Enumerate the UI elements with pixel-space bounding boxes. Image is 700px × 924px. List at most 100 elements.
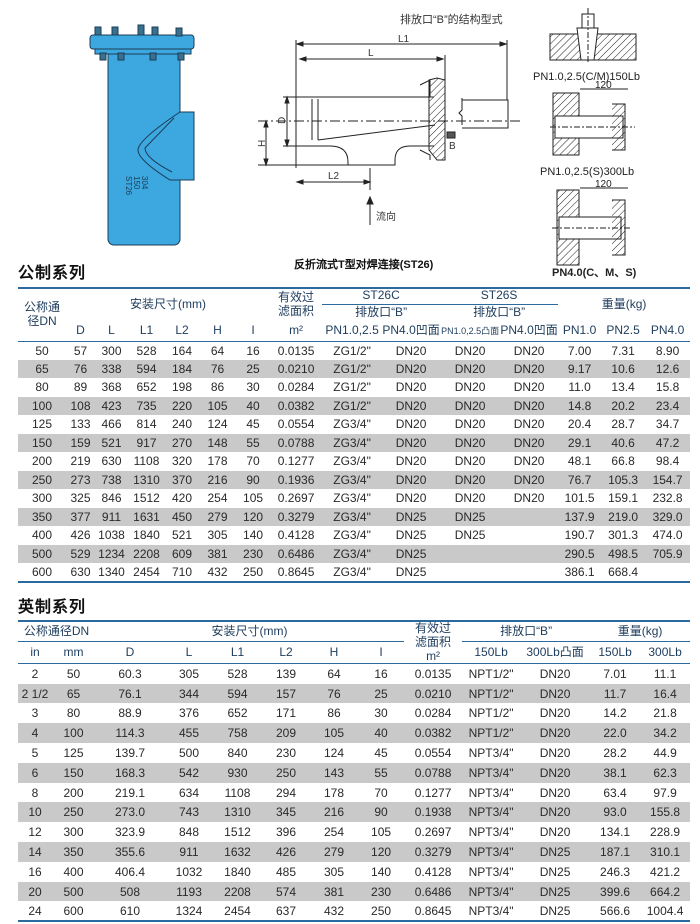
table-cell: 574 <box>262 881 310 902</box>
table-cell: 377 <box>66 507 95 526</box>
table-cell: 279 <box>310 842 358 862</box>
table-cell: 1840 <box>133 528 160 543</box>
table-cell: 120 <box>236 507 271 526</box>
table-cell: DN20 <box>513 380 545 395</box>
table-cell: DN20 <box>500 433 559 452</box>
header-dn: 公称通径DN <box>18 621 95 643</box>
table-cell: 40 <box>236 396 271 415</box>
table-cell: 29.1 <box>558 433 602 452</box>
table-cell: 171 <box>275 706 297 721</box>
header-install-dims: 安装尺寸(mm) <box>95 621 405 643</box>
table-cell: 125 <box>31 417 53 432</box>
table-cell <box>500 563 558 582</box>
column-header: PN1.0 <box>562 322 597 337</box>
table-cell: DN20 <box>382 470 441 489</box>
table-cell: 168.3 <box>95 762 165 783</box>
table-cell: 600 <box>31 564 53 579</box>
table-cell: NPT3/4" <box>468 864 514 879</box>
table-cell: 0.0135 <box>277 343 315 358</box>
header-filter-area-label: 有效过滤面积 <box>415 621 452 649</box>
table-cell: 2208 <box>128 544 165 563</box>
header-drain-c: 排放口“B” <box>355 304 408 319</box>
column-header: 150Lb <box>598 644 632 659</box>
column-header: PN2.5 <box>606 322 640 337</box>
table-cell: DN20 <box>539 706 571 721</box>
drain-detail-pn40-label: PN4.0(C、M、S) <box>552 267 637 279</box>
table-cell: 0.1277 <box>414 785 452 800</box>
table-cell: 9.17 <box>558 359 602 378</box>
table-cell: 0.4128 <box>277 528 315 543</box>
column-header: PN4.0凹面 <box>382 322 440 337</box>
table-cell: DN20 <box>440 396 501 415</box>
table-cell: 80 <box>66 706 81 721</box>
table-cell: 66.8 <box>611 454 635 469</box>
table-cell: 423 <box>95 396 128 415</box>
table-cell: ZG1/2" <box>333 380 371 395</box>
table-cell: 55 <box>358 762 405 783</box>
table-cell: 6 <box>18 762 52 783</box>
table-cell: 846 <box>101 491 122 506</box>
table-cell: 406.4 <box>114 864 146 879</box>
dim-l-label: L <box>368 48 374 59</box>
header-filter-area: 有效过滤面积 m² <box>404 621 463 665</box>
table-cell: 20 <box>18 881 52 902</box>
table-cell: 76.7 <box>558 470 602 489</box>
table-cell: DN25 <box>382 544 441 563</box>
header-filter-area: 有效过滤面积 <box>278 290 315 318</box>
table-cell <box>645 563 690 582</box>
header-st26s: ST26S <box>440 288 559 305</box>
table-cell: DN25 <box>382 507 441 526</box>
table-cell: 840 <box>227 745 248 760</box>
dim-l1-label: L1 <box>398 34 410 45</box>
table-cell: 344 <box>165 683 213 704</box>
table-cell: DN20 <box>513 454 545 469</box>
table-cell: 159 <box>66 433 95 452</box>
column-header: PN4.0 <box>650 322 685 337</box>
table-cell: ZG3/4" <box>333 564 371 579</box>
table-cell: 270 <box>165 433 199 452</box>
table-cell: DN20 <box>382 433 441 452</box>
table-cell: ZG3/4" <box>333 454 371 469</box>
table-cell: 450 <box>165 507 199 526</box>
table-cell: 254 <box>323 825 345 840</box>
table-cell: 154.7 <box>645 470 691 489</box>
table-cell: 848 <box>178 825 200 840</box>
table-cell: 609 <box>165 544 199 563</box>
imperial-series-title: 英制系列 <box>18 597 87 616</box>
table-cell: 125 <box>63 745 84 760</box>
table-cell: 2 1/2 <box>18 683 52 704</box>
header-st26c: ST26C <box>322 288 441 305</box>
table-cell: 386.1 <box>564 564 595 579</box>
column-header: 150Lb <box>474 644 508 659</box>
table-cell: 38.1 <box>590 762 641 783</box>
table-cell: DN25 <box>539 864 571 879</box>
table-cell: 508 <box>95 881 165 902</box>
table-cell: 630 <box>101 454 122 469</box>
table-cell: 209 <box>262 723 310 744</box>
table-cell: 250 <box>243 564 264 579</box>
header-dn: 公称通径DN <box>18 288 66 342</box>
table-cell: ZG3/4" <box>333 491 371 506</box>
column-header: D <box>125 644 135 659</box>
table-cell: 376 <box>178 706 200 721</box>
table-cell: 381 <box>199 544 236 563</box>
table-cell: 28.2 <box>603 745 627 760</box>
table-cell: 7.00 <box>567 343 592 358</box>
table-cell: 50 <box>35 343 49 358</box>
table-cell: 630 <box>70 564 91 579</box>
table-cell: 0.0135 <box>414 667 452 682</box>
table-cell: NPT3/4" <box>462 802 521 823</box>
table-cell: 368 <box>101 380 122 395</box>
table-cell: 220 <box>165 396 199 415</box>
table-cell: 1632 <box>213 842 262 862</box>
table-cell: 16 <box>374 667 388 682</box>
table-cell: 710 <box>171 564 193 579</box>
table-cell: 143 <box>310 762 358 783</box>
table-cell: 12 <box>28 825 42 840</box>
table-cell: DN20 <box>382 396 441 415</box>
